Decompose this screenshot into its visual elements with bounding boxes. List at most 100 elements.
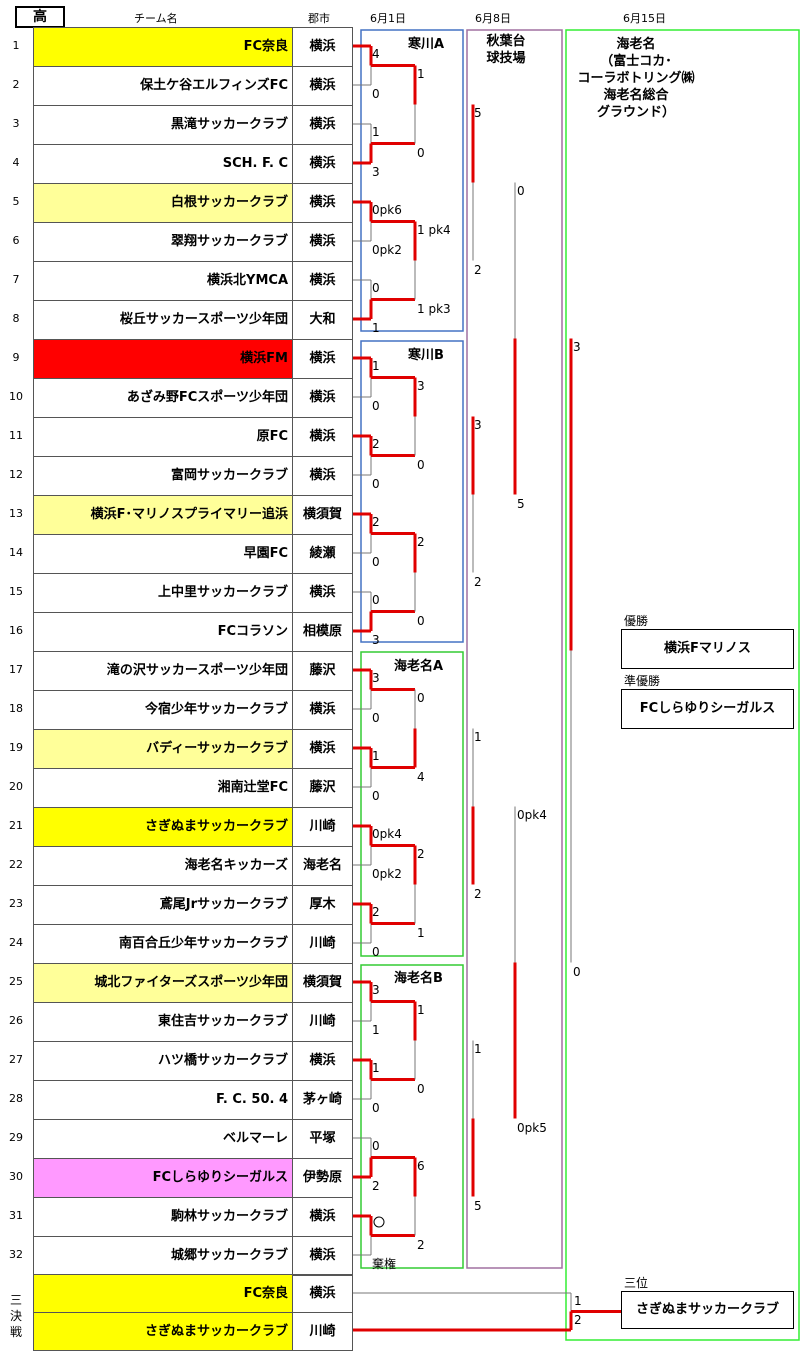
team-name: 東住吉サッカークラブ bbox=[33, 1002, 293, 1042]
score-top: 3 bbox=[372, 983, 380, 997]
team-seed-number: 10 bbox=[9, 390, 23, 403]
team-name: 城北ファイターズスポーツ少年団 bbox=[33, 963, 293, 1003]
team-seed-number: 22 bbox=[9, 858, 23, 871]
score-bottom: 2 bbox=[474, 886, 482, 901]
team-name: 城郷サッカークラブ bbox=[33, 1236, 293, 1276]
score-top: 2 bbox=[417, 846, 425, 861]
team-city: 横浜 bbox=[293, 1236, 353, 1276]
third-place-score-bottom: 2 bbox=[574, 1313, 582, 1327]
score-top: 3 bbox=[474, 417, 482, 432]
score-bottom: 1 pk3 bbox=[417, 301, 451, 316]
score-top: 0 bbox=[372, 1139, 380, 1153]
score-top: 0pk6 bbox=[372, 203, 402, 217]
score-bottom: 0 bbox=[372, 477, 380, 491]
venue-label: 秋葉台 球技場 bbox=[486, 34, 526, 66]
score-top: 3 bbox=[573, 339, 581, 354]
score-bottom: 1 bbox=[417, 925, 425, 940]
runnerup-box: FCしらゆりシーガルス bbox=[621, 689, 794, 729]
score-bottom: 0pk2 bbox=[372, 867, 402, 881]
score-bottom: 2 bbox=[474, 262, 482, 277]
team-seed-number: 18 bbox=[9, 702, 23, 715]
score-bottom: 0 bbox=[372, 711, 380, 725]
score-bottom: 0 bbox=[372, 1101, 380, 1115]
score-bottom: 2 bbox=[372, 1179, 380, 1193]
team-seed-number: 14 bbox=[9, 546, 23, 559]
team-seed-number: 1 bbox=[12, 39, 20, 52]
score-top: 0pk4 bbox=[517, 807, 547, 822]
team-seed-number: 11 bbox=[9, 429, 23, 442]
third-place-result-label: 三位 bbox=[624, 1276, 649, 1290]
score-top: 0pk4 bbox=[372, 827, 402, 841]
team-name: 翠翔サッカークラブ bbox=[33, 222, 293, 262]
team-seed-number: 9 bbox=[12, 351, 20, 364]
venue-box-samukawa-b bbox=[360, 340, 464, 643]
team-seed-number: 23 bbox=[9, 897, 23, 910]
team-seed-number: 25 bbox=[9, 975, 23, 988]
header-team: チーム名 bbox=[134, 12, 178, 25]
score-top: 1 bbox=[474, 1041, 482, 1056]
score-top: 1 bbox=[372, 359, 380, 373]
team-seed-number: 30 bbox=[9, 1170, 23, 1183]
score-bottom: 4 bbox=[417, 769, 425, 784]
team-name: 横浜FM bbox=[33, 339, 293, 379]
score-top: 1 bbox=[417, 1002, 425, 1017]
venue-label: 寒川A bbox=[408, 37, 445, 52]
score-top: 1 bbox=[417, 66, 425, 81]
team-seed-number: 12 bbox=[9, 468, 23, 481]
score-bottom: 0 bbox=[417, 613, 425, 628]
header-day3: 6月15日 bbox=[623, 12, 666, 25]
team-name: 駒林サッカークラブ bbox=[33, 1197, 293, 1237]
team-name: 横浜F･マリノスプライマリー追浜 bbox=[33, 495, 293, 535]
venue-label: 寒川B bbox=[408, 348, 444, 363]
score-top: 2 bbox=[372, 905, 380, 919]
score-bottom: 0pk5 bbox=[517, 1120, 547, 1135]
score-bottom: 0pk2 bbox=[372, 243, 402, 257]
third-place-team-city: 川崎 bbox=[293, 1312, 353, 1351]
team-name: 上中里サッカークラブ bbox=[33, 573, 293, 613]
score-top: 1 bbox=[372, 1061, 380, 1075]
venue-label: 海老名B bbox=[394, 971, 443, 986]
score-bottom: 0 bbox=[372, 87, 380, 101]
score-bottom: 5 bbox=[517, 496, 525, 511]
runnerup-label: 準優勝 bbox=[624, 674, 661, 688]
third-place-box: さぎぬまサッカークラブ bbox=[621, 1291, 794, 1329]
team-seed-number: 13 bbox=[9, 507, 23, 520]
team-name: 滝の沢サッカースポーツ少年団 bbox=[33, 651, 293, 691]
score-top: 3 bbox=[372, 671, 380, 685]
third-place-label: 三決戦 bbox=[9, 1293, 22, 1339]
team-name: ベルマーレ bbox=[33, 1119, 293, 1159]
score-top: 1 pk4 bbox=[417, 222, 451, 237]
score-bottom: 2 bbox=[417, 1237, 425, 1252]
team-seed-number: 28 bbox=[9, 1092, 23, 1105]
team-name: 富岡サッカークラブ bbox=[33, 456, 293, 496]
venue-box-samukawa-a bbox=[360, 29, 464, 332]
team-name: 原FC bbox=[33, 417, 293, 457]
score-bottom: 0 bbox=[372, 555, 380, 569]
score-top: 0 bbox=[517, 183, 525, 198]
team-name: FC奈良 bbox=[33, 27, 293, 67]
score-bottom: 0 bbox=[372, 945, 380, 959]
team-seed-number: 2 bbox=[12, 78, 20, 91]
score-top: 0 bbox=[417, 690, 425, 705]
team-name: 黒滝サッカークラブ bbox=[33, 105, 293, 145]
score-bottom: 2 bbox=[474, 574, 482, 589]
score-bottom: 5 bbox=[474, 1198, 482, 1213]
team-seed-number: 3 bbox=[12, 117, 20, 130]
team-seed-number: 16 bbox=[9, 624, 23, 637]
score-bottom: 3 bbox=[372, 633, 380, 647]
team-name: 南百合丘少年サッカークラブ bbox=[33, 924, 293, 964]
score-top: 6 bbox=[417, 1158, 425, 1173]
third-place-score-top: 1 bbox=[574, 1294, 582, 1308]
venue-box-ebina-final bbox=[565, 29, 800, 1341]
score-bottom: 1 bbox=[372, 1023, 380, 1037]
walkover-mark bbox=[373, 1216, 385, 1228]
score-bottom: 0 bbox=[417, 145, 425, 160]
venue-label: 海老名 （富士コカ･ コーラボトリング㈱ 海老名総合 グラウンド） bbox=[577, 37, 695, 120]
score-bottom: 0 bbox=[573, 964, 581, 979]
team-seed-number: 20 bbox=[9, 780, 23, 793]
score-bottom: 3 bbox=[372, 165, 380, 179]
score-top: 0 bbox=[372, 593, 380, 607]
team-seed-number: 17 bbox=[9, 663, 23, 676]
score-bottom: 0 bbox=[417, 1081, 425, 1096]
